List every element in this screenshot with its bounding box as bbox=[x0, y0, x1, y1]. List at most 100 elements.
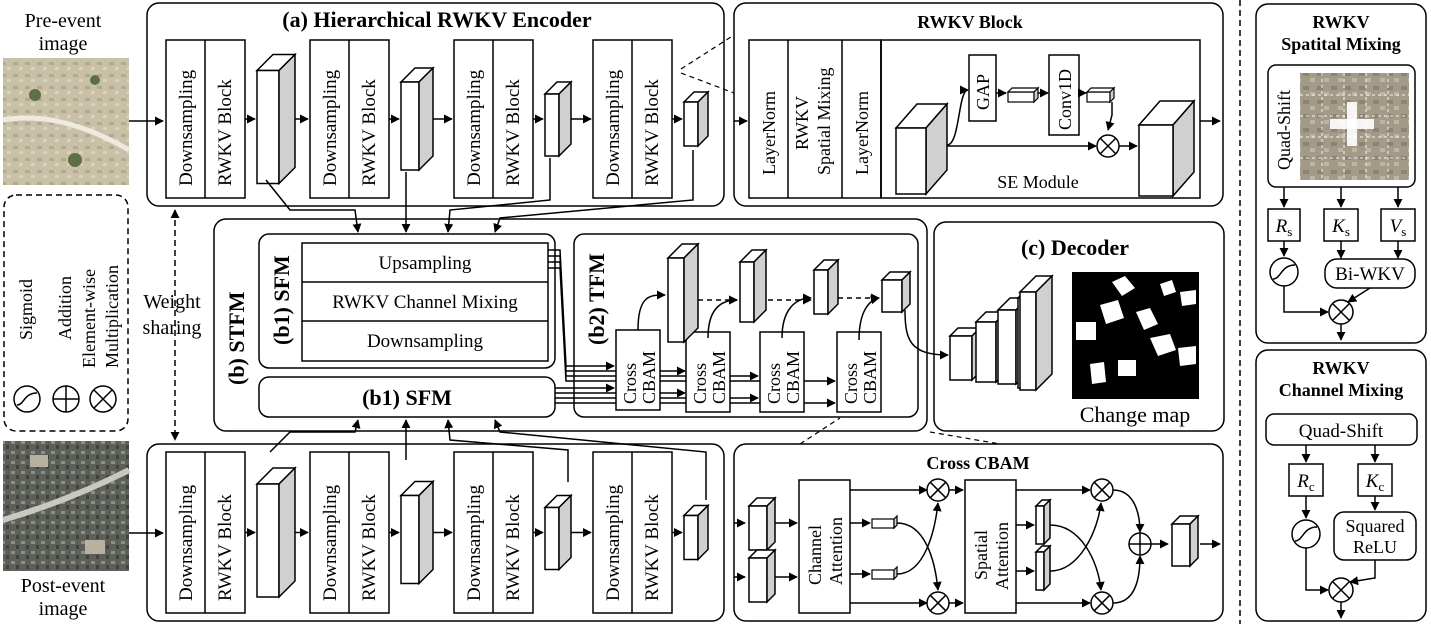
cross-cbam-1-label-1: Cross bbox=[620, 363, 640, 404]
post-event-label-1: Post-event bbox=[21, 575, 106, 597]
encoder-bottom-downsampling-label-2: Downsampling bbox=[320, 484, 341, 601]
post-event-label-2: image bbox=[39, 598, 88, 620]
cross-cbam-4-label-2: CBAM bbox=[860, 351, 880, 404]
rc-label: Rc bbox=[1296, 471, 1315, 494]
encoder-title: (a) Hierarchical RWKV Encoder bbox=[282, 7, 592, 32]
spatial-attention-label-2: Attention bbox=[992, 522, 1012, 590]
vs-box bbox=[1380, 208, 1416, 242]
legend-addition-label: Addition bbox=[55, 276, 75, 340]
channel-mixing-label: RWKV Channel Mixing bbox=[332, 292, 518, 313]
cross-cbam-4-label-1: Cross bbox=[841, 363, 861, 404]
decoder-panel bbox=[933, 221, 1225, 432]
spatial-mixing-title-2: Spatital Mixing bbox=[1281, 34, 1401, 54]
encoder-top-rwkv-block-label-4: RWKV Block bbox=[642, 79, 663, 186]
encoder-top-rwkv-block-label-2: RWKV Block bbox=[359, 79, 380, 186]
encoder-top-stage-4: Downsampling RWKV Block bbox=[592, 39, 673, 199]
decoder-feature-stack bbox=[948, 274, 1054, 392]
gap-vector bbox=[1006, 86, 1040, 104]
cross-cbam-panel bbox=[733, 443, 1224, 622]
weight-sharing-label-2: sharing bbox=[143, 317, 202, 339]
encoder-top-feature-map-4 bbox=[682, 90, 710, 148]
channel-mixing-panel bbox=[1255, 349, 1427, 622]
encoder-bottom-downsampling-label-4: Downsampling bbox=[603, 484, 624, 601]
gap-label: GAP bbox=[973, 74, 993, 110]
rwkv-block-stack: LayerNorm RWKV Spatial Mixing LayerNorm bbox=[748, 39, 882, 199]
spatial-mixing-label-2: Spatial Mixing bbox=[814, 68, 834, 176]
encoder-bottom-stage-1: Downsampling RWKV Block bbox=[165, 451, 246, 614]
ks-label: Ks bbox=[1331, 216, 1350, 239]
cbam-multiply-2-icon bbox=[926, 591, 950, 615]
cbam-output-feature bbox=[1170, 514, 1200, 568]
layernorm-2-label: LayerNorm bbox=[852, 91, 872, 175]
encoder-bottom-downsampling-label-1: Downsampling bbox=[176, 484, 197, 601]
encoder-bottom-stage-4: Downsampling RWKV Block bbox=[592, 451, 673, 614]
vs-label: Vs bbox=[1390, 216, 1407, 239]
channel-attention-label-2: Attention bbox=[826, 517, 846, 585]
pre-event-label-1: Pre-event bbox=[25, 10, 102, 32]
encoder-bottom-feature-map-4 bbox=[682, 503, 710, 562]
biwkv-label: Bi-WKV bbox=[1335, 264, 1405, 285]
post-event-image bbox=[2, 441, 131, 571]
rs-label: Rs bbox=[1275, 216, 1293, 239]
quad-shift-image bbox=[1300, 73, 1409, 180]
channel-mixing-title-2: Channel Mixing bbox=[1279, 380, 1404, 400]
decoder-feature-map-5 bbox=[1018, 274, 1054, 392]
tfm-feature-map-1 bbox=[666, 242, 700, 344]
rc-box bbox=[1288, 463, 1324, 497]
decoder-title: (c) Decoder bbox=[1021, 235, 1129, 260]
sfm-panel bbox=[258, 233, 556, 369]
channel-multiply-icon bbox=[1328, 577, 1354, 603]
encoder-bottom-rwkv-block-label-1: RWKV Block bbox=[215, 494, 236, 601]
encoder-top-downsampling-label-4: Downsampling bbox=[603, 69, 624, 186]
spatial-mixing-panel bbox=[1255, 3, 1427, 344]
channel-attention-label-1: Channel bbox=[805, 525, 825, 585]
encoder-bottom-feature-map-2 bbox=[399, 479, 435, 586]
cross-cbam-3-label-1: Cross bbox=[764, 363, 784, 404]
cross-cbam-2-label-1: Cross bbox=[690, 363, 710, 404]
pre-event-label-2: image bbox=[39, 33, 88, 55]
cross-cbam-1-label-2: CBAM bbox=[639, 351, 659, 404]
cross-cbam-flow bbox=[734, 478, 1221, 615]
tfm-panel bbox=[573, 233, 919, 418]
legend: Sigmoid Addition Element-wise Multiplica… bbox=[3, 194, 129, 432]
weight-sharing-label-1: Weight bbox=[143, 291, 201, 313]
channel-mixing-title-1: RWKV bbox=[1312, 358, 1369, 378]
cross-cbam-2-label-2: CBAM bbox=[709, 351, 729, 404]
encoder-bottom-rwkv-block-label-4: RWKV Block bbox=[642, 494, 663, 601]
se-multiply-icon bbox=[1096, 134, 1120, 158]
channel-sigmoid-icon bbox=[1291, 519, 1321, 549]
sfm-bar bbox=[258, 376, 556, 418]
sfm-stack: Upsampling RWKV Channel Mixing Downsampl… bbox=[301, 242, 549, 362]
addition-icon bbox=[52, 385, 80, 413]
encoder-top-feature-map-2 bbox=[399, 66, 435, 172]
legend-multiplication-label-1: Element-wise bbox=[79, 269, 99, 368]
upsampling-label: Upsampling bbox=[379, 253, 472, 274]
rwkv-block-title: RWKV Block bbox=[917, 12, 1023, 32]
legend-sigmoid-label: Sigmoid bbox=[16, 279, 36, 340]
encoder-bottom-rwkv-block-label-3: RWKV Block bbox=[503, 494, 524, 601]
channel-attention-box bbox=[798, 479, 851, 614]
sigmoid-icon bbox=[13, 385, 41, 413]
change-map-image bbox=[1072, 272, 1199, 399]
rwkv-block-residual-box bbox=[880, 39, 1201, 199]
squared-relu-label-1: Squared bbox=[1346, 516, 1405, 536]
spatial-mixing-title-1: RWKV bbox=[1312, 12, 1369, 32]
spatial-mixing-label-1: RWKV bbox=[792, 96, 812, 150]
encoder-bottom-downsampling-label-3: Downsampling bbox=[464, 484, 485, 601]
layernorm-1-label: LayerNorm bbox=[759, 91, 779, 175]
tfm-feature-map-4 bbox=[880, 270, 912, 314]
encoder-bottom-panel bbox=[146, 443, 725, 622]
spatial-attention-label-1: Spatial bbox=[971, 530, 991, 580]
encoder-bottom-feature-map-3 bbox=[543, 493, 573, 572]
rs-box bbox=[1267, 208, 1301, 242]
multiplication-icon bbox=[89, 385, 117, 413]
encoder-bottom-stage-3: Downsampling RWKV Block bbox=[453, 451, 534, 614]
